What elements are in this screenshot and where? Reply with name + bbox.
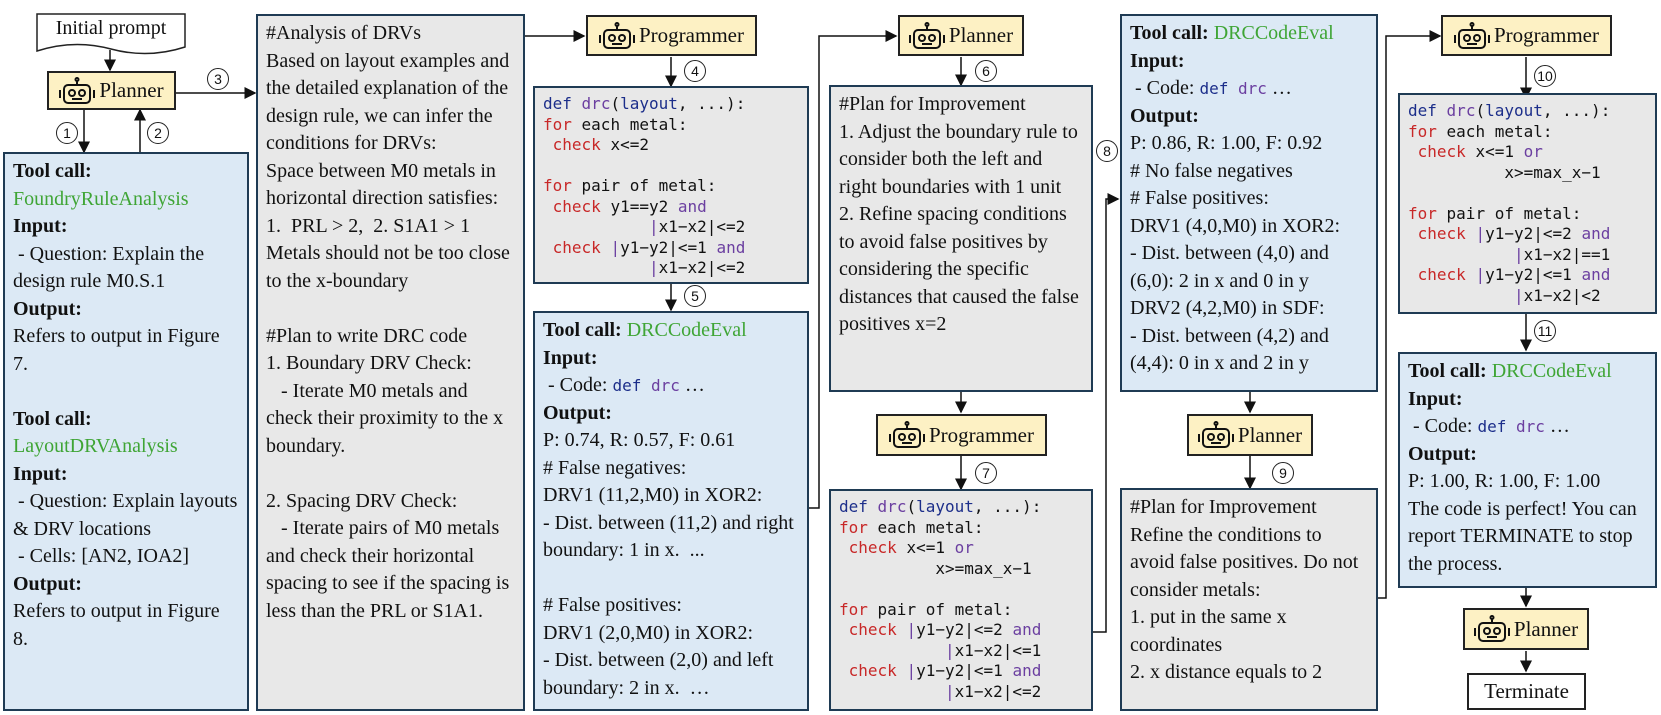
eval-box-3: Tool call: DRCCodeEval Input: - Code: de… [1398, 352, 1657, 588]
planner-agent-3: Planner [1187, 414, 1313, 456]
robot-icon [1454, 21, 1490, 49]
step-badge-10: 10 [1534, 65, 1556, 87]
robot-icon [889, 421, 925, 448]
terminate-node: Terminate [1467, 673, 1586, 710]
eval-output-text: P: 0.86, R: 1.00, F: 0.92 # No false neg… [1130, 132, 1341, 374]
code-box-3: def drc(layout, ...): for each metal: ch… [1398, 93, 1657, 314]
robot-icon [599, 21, 635, 49]
plan-text: #Plan for Improvement Refine the conditi… [1130, 496, 1359, 683]
step-badge-5: 5 [684, 285, 706, 307]
step-badge-4: 4 [684, 60, 706, 82]
tool-name-drccodeeval: DRCCodeEval [626, 319, 747, 341]
step-badge-7: 7 [975, 462, 997, 484]
terminate-label: Terminate [1484, 679, 1569, 703]
step-badge-2: 2 [147, 122, 169, 144]
output-text: Refers to output in Figure 7. [13, 325, 225, 375]
code-box-2: def drc(layout, ...): for each metal: ch… [829, 489, 1093, 711]
input-label: Input: [13, 215, 68, 237]
planner-label: Planner [948, 23, 1014, 47]
question-text: - Question: Explain layouts & DRV locati… [13, 490, 243, 540]
step-badge-11: 11 [1534, 320, 1556, 342]
eval-box-2: Tool call: DRCCodeEval Input: - Code: de… [1120, 14, 1378, 392]
robot-icon [1197, 421, 1234, 448]
planner-label: Planner [99, 78, 164, 102]
analysis-box: #Analysis of DRVs Based on layout exampl… [256, 14, 525, 711]
input-label: Input: [13, 462, 68, 485]
tool-name-layout: LayoutDRVAnalysis [13, 435, 178, 457]
initial-prompt-shape [36, 13, 186, 55]
planner-agent-2: Planner [898, 15, 1024, 56]
tool-name-drccodeeval: DRCCodeEval [1491, 360, 1612, 382]
analysis-text: #Analysis of DRVs Based on layout exampl… [266, 22, 510, 622]
tool-name-foundry: FoundryRuleAnalysis [13, 187, 189, 210]
programmer-label: Programmer [929, 422, 1034, 447]
programmer-agent-3: Programmer [1441, 15, 1612, 56]
programmer-agent-2: Programmer [876, 414, 1047, 456]
programmer-label: Programmer [1494, 23, 1599, 47]
tool-call-label: Tool call: [13, 160, 92, 182]
programmer-label: Programmer [639, 23, 744, 47]
cells-text: - Cells: [AN2, IOA2] [13, 545, 190, 567]
tool-name-drccodeeval: DRCCodeEval [1213, 22, 1334, 44]
output-label: Output: [13, 572, 82, 595]
robot-icon [59, 76, 96, 104]
plan-text: #Plan for Improvement 1. Adjust the boun… [839, 93, 1079, 335]
eval-output-text: P: 1.00, R: 1.00, F: 1.00 The code is pe… [1408, 470, 1637, 575]
step-badge-9: 9 [1272, 462, 1294, 484]
output-label: Output: [13, 297, 82, 320]
eval-box-1: Tool call: DRCCodeEval Input: - Code: de… [533, 311, 809, 711]
planner-label: Planner [1237, 422, 1303, 447]
eval-output-text: P: 0.74, R: 0.57, F: 0.61 # False negati… [543, 429, 794, 699]
step-badge-1: 1 [56, 122, 78, 144]
planner-label: Planner [1513, 616, 1579, 641]
question-text: - Question: Explain the design rule M0.S… [13, 242, 210, 293]
robot-icon [1473, 615, 1510, 642]
robot-icon [908, 21, 945, 49]
programmer-agent-1: Programmer [586, 15, 757, 56]
step-badge-6: 6 [975, 60, 997, 82]
plan-box-2: #Plan for Improvement Refine the conditi… [1120, 488, 1378, 711]
tool-call-box-analysis: Tool call: FoundryRuleAnalysis Input: - … [3, 152, 249, 711]
step-badge-3: 3 [207, 68, 229, 90]
code-box-1: def drc(layout, ...): for each metal: ch… [533, 86, 809, 284]
output-text: Refers to output in Figure 8. [13, 600, 225, 650]
planner-agent-1: Planner [47, 71, 176, 110]
initial-prompt-label: Initial prompt [55, 17, 167, 39]
tool-call-label: Tool call: [13, 407, 92, 430]
plan-box-1: #Plan for Improvement 1. Adjust the boun… [829, 85, 1093, 392]
planner-agent-4: Planner [1463, 608, 1589, 650]
step-badge-8: 8 [1096, 140, 1118, 162]
